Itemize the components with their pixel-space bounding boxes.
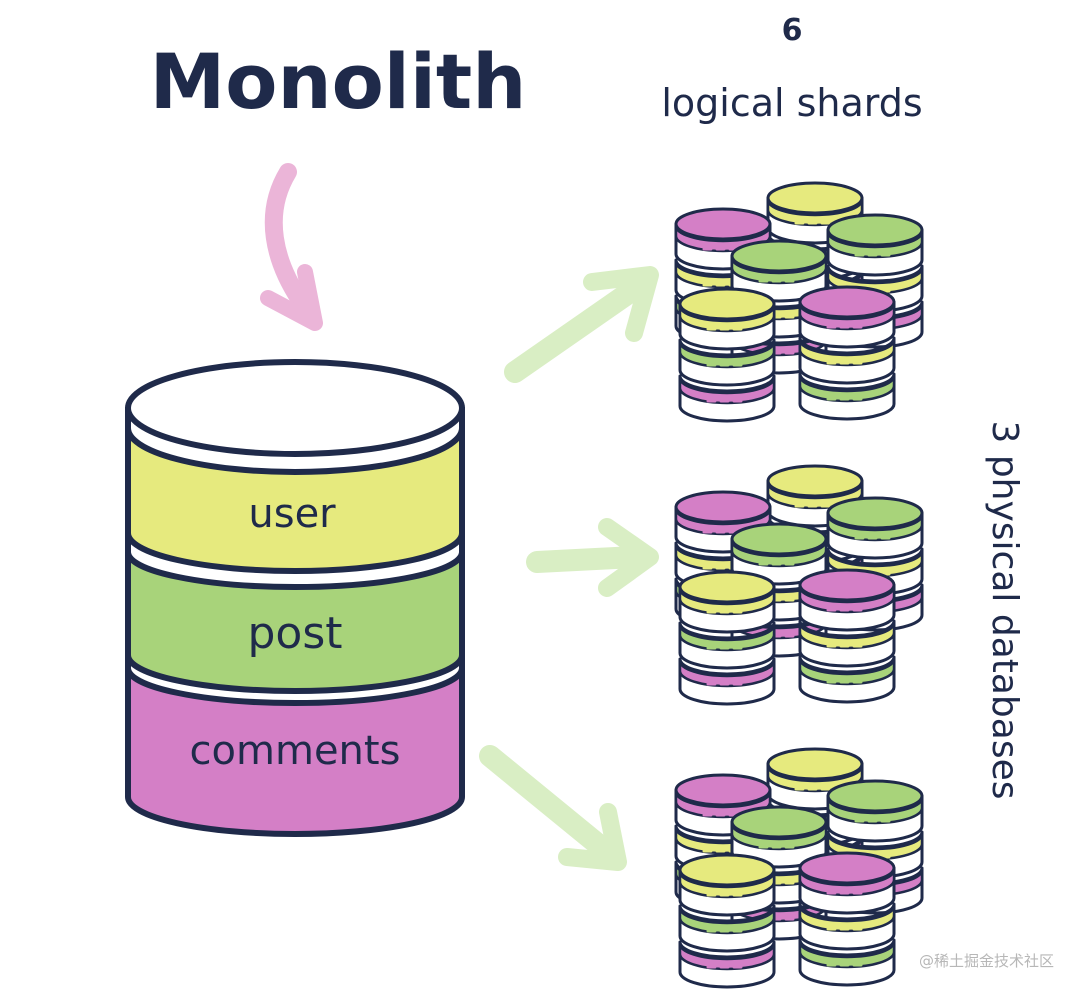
shard-stripe [678,660,776,688]
arrow-to-db-1-icon [504,266,659,383]
logical-shards-label: logical shards [661,81,922,125]
table-label-post: post [247,608,342,659]
shard-stripe [798,905,896,933]
shard-stripe [798,622,896,650]
shard-top [674,490,772,524]
shard-top [678,570,776,604]
shard-stripe [766,765,864,793]
shard-top [798,851,896,885]
shard-stack [798,285,896,421]
shard-stripe [678,943,776,971]
table-label-comments: comments [190,728,401,774]
shard-stripe [678,341,776,369]
shard-stripe [678,871,776,899]
monolith-title: Monolith [150,37,527,126]
shard-stripe [826,231,924,259]
physical-database-1 [674,181,924,423]
shard-stripe [826,514,924,542]
shard-top [798,285,896,319]
shard-top [674,773,772,807]
shard-stack [798,851,896,987]
arrow-to-db-3-icon [479,745,627,871]
physical-databases-label: 3 physical databases [984,420,1025,799]
shard-stripe [798,586,896,614]
shard-stripe [766,199,864,227]
shard-top [730,805,828,839]
shard-stripe [678,377,776,405]
shard-stripe [798,941,896,969]
physical-database-3 [674,747,924,989]
shard-stripe [678,588,776,616]
shard-top [826,779,924,813]
shard-top [766,181,864,215]
shard-stripe [766,482,864,510]
shard-stripe [730,257,828,285]
shard-stripe [798,375,896,403]
shard-stripe [730,540,828,568]
shard-stripe [678,624,776,652]
watermark: @稀土掘金技术社区 [918,952,1054,970]
shard-top [678,287,776,321]
down-arrow-icon [260,163,323,331]
shard-groups [674,181,924,989]
shard-top [730,522,828,556]
shard-stripe [798,339,896,367]
shard-stripe [730,823,828,851]
shard-stripe [798,658,896,686]
shard-stripe [798,303,896,331]
shard-stack [678,853,776,989]
shard-stripe [826,797,924,825]
shard-stack [798,568,896,704]
monolith-top [125,359,465,457]
shard-stripe [798,869,896,897]
table-label-user: user [248,491,336,537]
physical-database-2 [674,464,924,706]
shard-top [674,207,772,241]
arrow-to-db-2-icon [526,518,659,597]
shard-count-label: 6 [782,13,803,48]
shard-top [826,213,924,247]
shard-top [798,568,896,602]
shard-stripe [678,305,776,333]
shard-top [678,853,776,887]
shard-stack [678,570,776,706]
monolith-database: user post comments [125,359,465,837]
shard-stack [678,287,776,423]
shard-top [766,464,864,498]
shard-stripe [678,907,776,935]
shard-top [766,747,864,781]
shard-top [826,496,924,530]
shard-top [730,239,828,273]
